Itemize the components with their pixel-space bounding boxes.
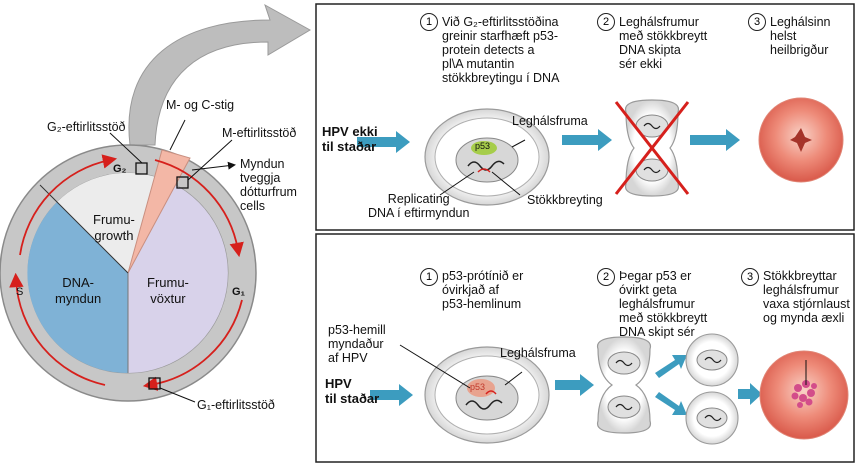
inhibitor-label: p53-hemill myndaður af HPV <box>328 323 386 365</box>
m-checkpoint-label: M-eftirlitsstöð <box>222 126 297 140</box>
cell-cycle <box>0 119 257 403</box>
m-c-phase-label: M- og C-stig <box>166 98 235 112</box>
top-cell-label: Leghálsfruma <box>512 114 588 128</box>
bottom-cell-label: Leghálsfruma <box>500 346 576 360</box>
replicating-dna-label: Replicating DNA í eftirmyndun <box>368 192 470 220</box>
m-phase-wedge <box>127 149 191 274</box>
growth-top-label: Frumu- growth <box>93 212 135 243</box>
top-step3-text: Leghálsinn helst heilbrigður <box>770 15 831 57</box>
bottom-step2-text: Þegar p53 er óvirkt geta leghálsfrumur m… <box>619 269 708 339</box>
top-input-arrow <box>357 131 410 153</box>
bottom-row-graphics <box>370 333 849 445</box>
top-step3-number: 3 <box>748 13 766 31</box>
daughter-cells-label: Myndun tveggja dótturfrum cells <box>240 157 297 213</box>
bottom-step1-number: 1 <box>420 268 438 286</box>
bottom-row-label: HPV til staðar <box>325 376 380 406</box>
m-checkpoint-box <box>176 176 189 189</box>
dna-synthesis-label: DNA- myndun <box>55 275 102 306</box>
bottom-arrow-2 <box>738 383 762 405</box>
dividing-cell <box>596 336 652 434</box>
top-step2-number: 2 <box>597 13 615 31</box>
bottom-arrow-down <box>655 392 687 415</box>
g1-marker: G₁ <box>232 286 246 298</box>
s-marker: S <box>16 286 24 298</box>
growth-right-label: Frumu- vöxtur <box>147 275 189 306</box>
g1-checkpoint-box <box>148 377 161 390</box>
top-row-graphics <box>357 97 844 206</box>
bottom-arrow-up <box>655 355 687 378</box>
mutation-label: Stökkbreyting <box>527 193 603 207</box>
bottom-step3-text: Stökkbreyttar leghálsfrumur vaxa stjórnl… <box>763 269 850 325</box>
top-step1-number: 1 <box>420 13 438 31</box>
top-p53-label: p53 <box>475 141 491 151</box>
top-row-label: HPV ekki til staðar <box>322 124 378 154</box>
g2-marker: G₂ <box>113 163 127 175</box>
blocked-division <box>614 99 690 197</box>
bottom-step3-number: 3 <box>741 268 759 286</box>
top-panel-box <box>315 3 855 231</box>
bottom-step1-text: p53-prótínið er óvirkjað af p53-hemlinum <box>442 269 524 311</box>
top-arrow-2 <box>690 129 740 151</box>
g2-checkpoint-label: G₂-eftirlitsstöð <box>47 120 126 134</box>
top-step1-text: Við G₂-eftirlitsstöðina greinir starfhæf… <box>442 15 560 85</box>
callout-arrow <box>128 3 312 146</box>
dna-synthesis-sector <box>27 202 128 374</box>
bottom-arrow-1 <box>555 374 594 396</box>
top-p53-blob <box>471 141 497 155</box>
top-arrow-1 <box>562 129 612 151</box>
bottom-input-arrow <box>370 384 413 406</box>
bottom-step2-number: 2 <box>597 268 615 286</box>
bottom-p53-label: p53 <box>470 382 486 392</box>
g1-checkpoint-label: G₁-eftirlitsstöð <box>197 398 275 412</box>
top-step2-text: Leghálsfrumur með stökkbreytt DNA skipta… <box>619 15 708 71</box>
tumor-cluster <box>791 380 817 408</box>
